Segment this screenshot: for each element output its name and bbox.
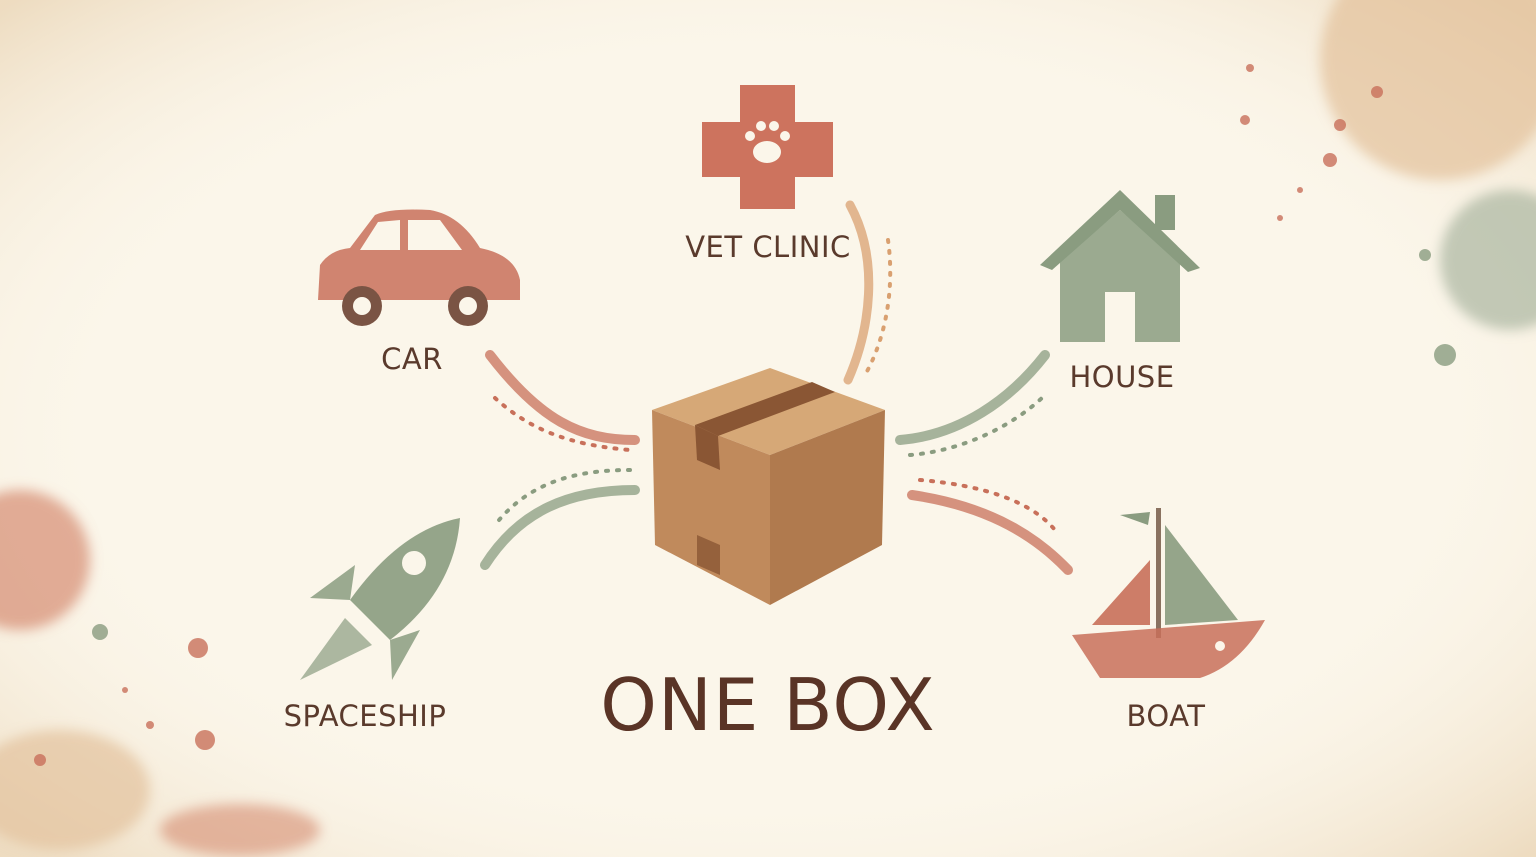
connector-arrows	[480, 200, 1073, 575]
label-car: CAR	[381, 342, 443, 376]
paint-splatter-dots	[34, 64, 1456, 766]
house-icon	[1040, 190, 1200, 342]
label-spaceship: SPACESHIP	[283, 699, 447, 733]
rocket-icon	[300, 518, 460, 680]
label-vet-clinic: VET CLINIC	[685, 230, 851, 264]
cardboard-box-icon	[652, 368, 885, 605]
vet-cross-paw-icon	[702, 85, 833, 209]
label-house: HOUSE	[1069, 360, 1175, 394]
car-icon	[318, 209, 520, 326]
sailboat-icon	[1072, 508, 1265, 678]
center-title: ONE BOX	[600, 663, 936, 747]
label-boat: BOAT	[1126, 699, 1206, 733]
